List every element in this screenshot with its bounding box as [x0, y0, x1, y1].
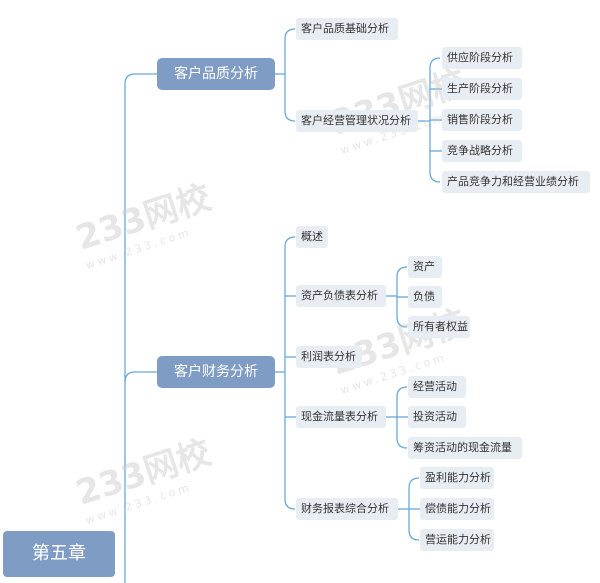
node-sales-stage[interactable]: 销售阶段分析 [442, 109, 522, 131]
connector-quality-operation [284, 110, 296, 122]
connector-quality-basic [284, 28, 296, 40]
root-node[interactable]: 第五章 [3, 531, 115, 577]
connector-overview [284, 236, 296, 248]
node-competition-strategy[interactable]: 竞争战略分析 [442, 140, 522, 162]
node-investing-activities[interactable]: 投资活动 [408, 406, 466, 428]
node-solvency[interactable]: 偿债能力分析 [420, 498, 494, 520]
node-overview[interactable]: 概述 [296, 226, 328, 248]
connector-product [429, 171, 441, 183]
connector-supply [429, 57, 441, 69]
node-comprehensive-analysis[interactable]: 财务报表综合分析 [296, 498, 398, 520]
node-assets[interactable]: 资产 [408, 256, 442, 278]
node-operating-activities[interactable]: 经营活动 [408, 376, 466, 398]
connector-operating [396, 386, 408, 398]
connector-assets [396, 266, 408, 278]
node-operating-capacity[interactable]: 营运能力分析 [420, 529, 494, 551]
node-production-stage[interactable]: 生产阶段分析 [442, 78, 522, 100]
connector-root-finance [124, 371, 157, 383]
connector-profitability [408, 477, 420, 489]
node-financing-activities[interactable]: 筹资活动的现金流量 [408, 437, 522, 459]
node-operation-status[interactable]: 客户经营管理状况分析 [296, 110, 418, 132]
node-profitability[interactable]: 盈利能力分析 [420, 467, 494, 489]
node-product-competitiveness[interactable]: 产品竞争力和经营业绩分析 [442, 171, 590, 193]
connector-operating-capacity [408, 529, 420, 541]
node-income-statement[interactable]: 利润表分析 [296, 346, 362, 368]
node-cash-flow[interactable]: 现金流量表分析 [296, 406, 386, 428]
branch-customer-finance[interactable]: 客户财务分析 [157, 356, 275, 388]
node-balance-sheet[interactable]: 资产负债表分析 [296, 285, 386, 307]
connector-equity [396, 316, 408, 328]
connector-comprehensive [284, 498, 296, 510]
node-quality-basic[interactable]: 客户品质基础分析 [296, 18, 398, 40]
connector-financing [396, 437, 408, 449]
node-supply-stage[interactable]: 供应阶段分析 [442, 47, 522, 69]
branch-customer-quality[interactable]: 客户品质分析 [157, 58, 275, 90]
node-equity[interactable]: 所有者权益 [408, 316, 470, 338]
connector-root-quality [124, 73, 157, 583]
node-liabilities[interactable]: 负债 [408, 286, 442, 308]
